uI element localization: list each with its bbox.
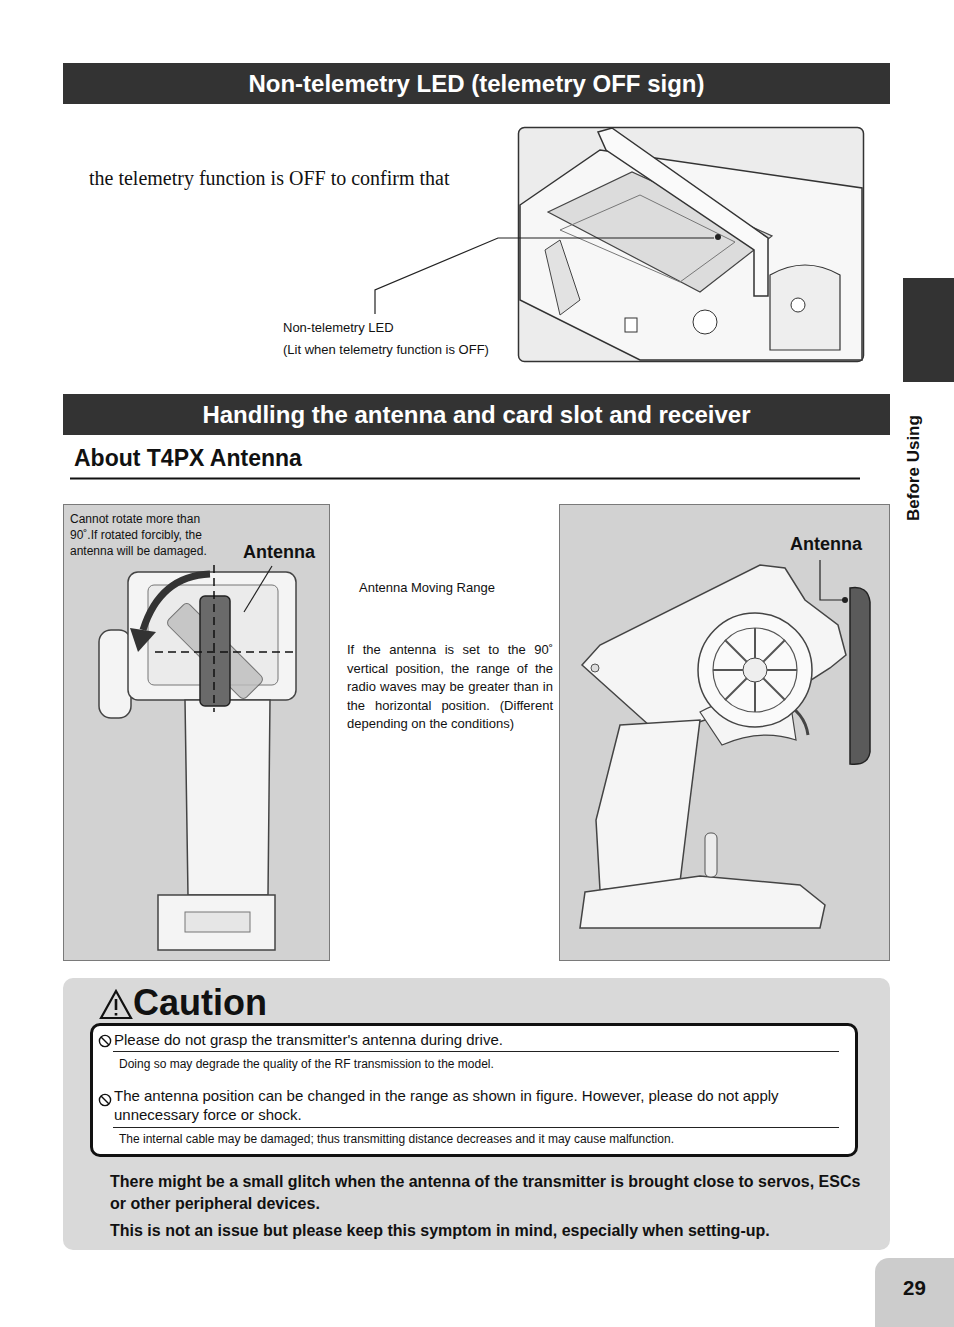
leader-line: [244, 566, 272, 612]
divider-rule: [113, 1051, 839, 1052]
caution-note: There might be a small glitch when the a…: [110, 1171, 870, 1215]
caution-box: CautionThere might be a small glitch whe…: [63, 978, 890, 1250]
transmitter-side-illustration: [560, 505, 890, 961]
prohibition-bar: [101, 1037, 109, 1045]
prohibition-symbol: [98, 1093, 112, 1107]
prohibition-circle: [99, 1094, 110, 1105]
transmitter-front-illustration: [64, 505, 330, 961]
callout-label: (Lit when telemetry function is OFF): [283, 341, 489, 358]
divider-rule: [113, 1127, 839, 1128]
part-label: Antenna: [788, 533, 864, 556]
side-tab: Before Using: [903, 278, 954, 382]
caution-detail: The internal cable may be damaged; thus …: [119, 1131, 849, 1147]
prohibition-circle: [99, 1035, 110, 1046]
section-title: Handling the antenna and card slot and r…: [63, 394, 890, 435]
heading-underline: [70, 478, 860, 480]
section-band: Handling the antenna and card slot and r…: [63, 394, 890, 435]
warning-triangle: [101, 991, 131, 1018]
caution-item: Please do not grasp the transmitter's an…: [114, 1030, 844, 1049]
note-text: Cannot rotate more than 90˚.If rotated f…: [70, 511, 222, 559]
leader-line: [820, 560, 843, 600]
section-title: Non-telemetry LED (telemetry OFF sign): [63, 63, 890, 104]
intro-text: the telemetry function is OFF to confirm…: [89, 165, 450, 191]
caution-heading: Caution: [133, 981, 267, 1025]
section-band: Non-telemetry LED (telemetry OFF sign): [63, 63, 890, 104]
leader-dot: [842, 597, 848, 603]
caution-note: This is not an issue but please keep thi…: [110, 1220, 870, 1242]
prohibition-bar: [101, 1096, 109, 1104]
page-number-box: 29: [875, 1258, 954, 1327]
subsection-heading: About T4PX Antenna: [74, 443, 302, 473]
caution-list-box: Please do not grasp the transmitter's an…: [90, 1023, 858, 1157]
warning-mark: [115, 999, 118, 1016]
tab-label: Before Using: [903, 393, 925, 543]
caution-item: The antenna position can be changed in t…: [114, 1086, 852, 1124]
leader-line: [375, 238, 714, 314]
figure-note: If the antenna is set to the 90˚ vertica…: [347, 641, 553, 734]
prohibition-symbol: [98, 1034, 112, 1048]
illustration-panel: Cannot rotate more than 90˚.If rotated f…: [63, 504, 330, 961]
caution-detail: Doing so may degrade the quality of the …: [119, 1056, 849, 1072]
illustration-panel: Antenna: [559, 504, 890, 961]
warning-symbol: [99, 988, 133, 1020]
transmitter-top-illustration: [519, 128, 864, 362]
figure-label: Antenna Moving Range: [359, 579, 495, 596]
page-number: 29: [875, 1274, 954, 1302]
part-label: Antenna: [241, 541, 317, 564]
callout-label: Non-telemetry LED: [283, 319, 394, 336]
